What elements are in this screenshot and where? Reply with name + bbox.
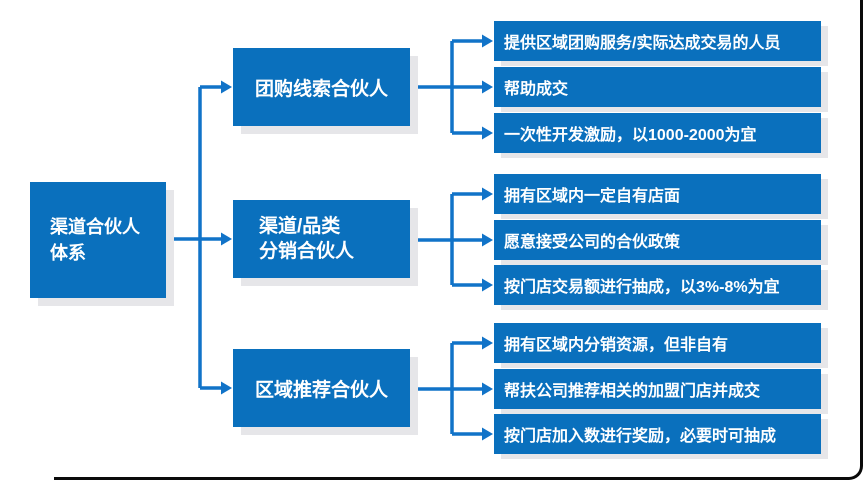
branch-2-label-line2: 分销合伙人 [259, 241, 355, 262]
arrowhead-leaf-2-2 [482, 233, 493, 247]
arrowhead-leaf-3-1 [482, 336, 493, 350]
leaf-node-1-2: 帮助成交 [494, 67, 821, 107]
leaf-node-1-3: 一次性开发激励，以1000-2000为宜 [494, 113, 821, 153]
branch-3-label: 区域推荐合伙人 [254, 379, 388, 401]
arrowhead-leaf-1-3 [482, 126, 493, 140]
branch-node-3: 区域推荐合伙人 [233, 349, 410, 427]
root-label-line1: 渠道合伙人 [50, 217, 140, 237]
arrowhead-branch1 [221, 80, 232, 94]
leaf-node-2-1: 拥有区域内一定自有店面 [494, 174, 821, 214]
arrowhead-branch3 [221, 381, 232, 395]
leaf-node-3-2: 帮扶公司推荐相关的加盟门店并成交 [494, 369, 821, 409]
arrowhead-leaf-1-1 [482, 34, 493, 48]
branch-node-2: 渠道/品类 分销合伙人 [233, 200, 410, 278]
branch-2-label-line1: 渠道/品类 [259, 216, 341, 237]
arrowhead-leaf-1-2 [482, 80, 493, 94]
arrowhead-leaf-3-2 [482, 382, 493, 396]
arrowhead-leaf-2-1 [482, 187, 493, 201]
branch-node-1: 团购线索合伙人 [233, 48, 410, 126]
branch-1-label: 团购线索合伙人 [254, 78, 388, 100]
arrowhead-leaf-3-3 [482, 427, 493, 441]
leaf-node-2-2: 愿意接受公司的合伙政策 [494, 220, 821, 260]
leaf-node-3-3: 按门店加入数进行奖励，必要时可抽成 [494, 414, 821, 454]
leaf-node-1-1: 提供区域团购服务/实际达成交易的人员 [494, 21, 821, 61]
leaf-node-3-1: 拥有区域内分销资源，但非自有 [494, 323, 821, 363]
root-label-line2: 体系 [50, 243, 86, 263]
arrowheads [221, 34, 493, 441]
root-node: 渠道合伙人 体系 [30, 182, 166, 298]
leaf-node-2-3: 按门店交易额进行抽成，以3%-8%为宜 [494, 265, 821, 305]
arrowhead-branch2 [221, 232, 232, 246]
arrowhead-leaf-2-3 [482, 278, 493, 292]
